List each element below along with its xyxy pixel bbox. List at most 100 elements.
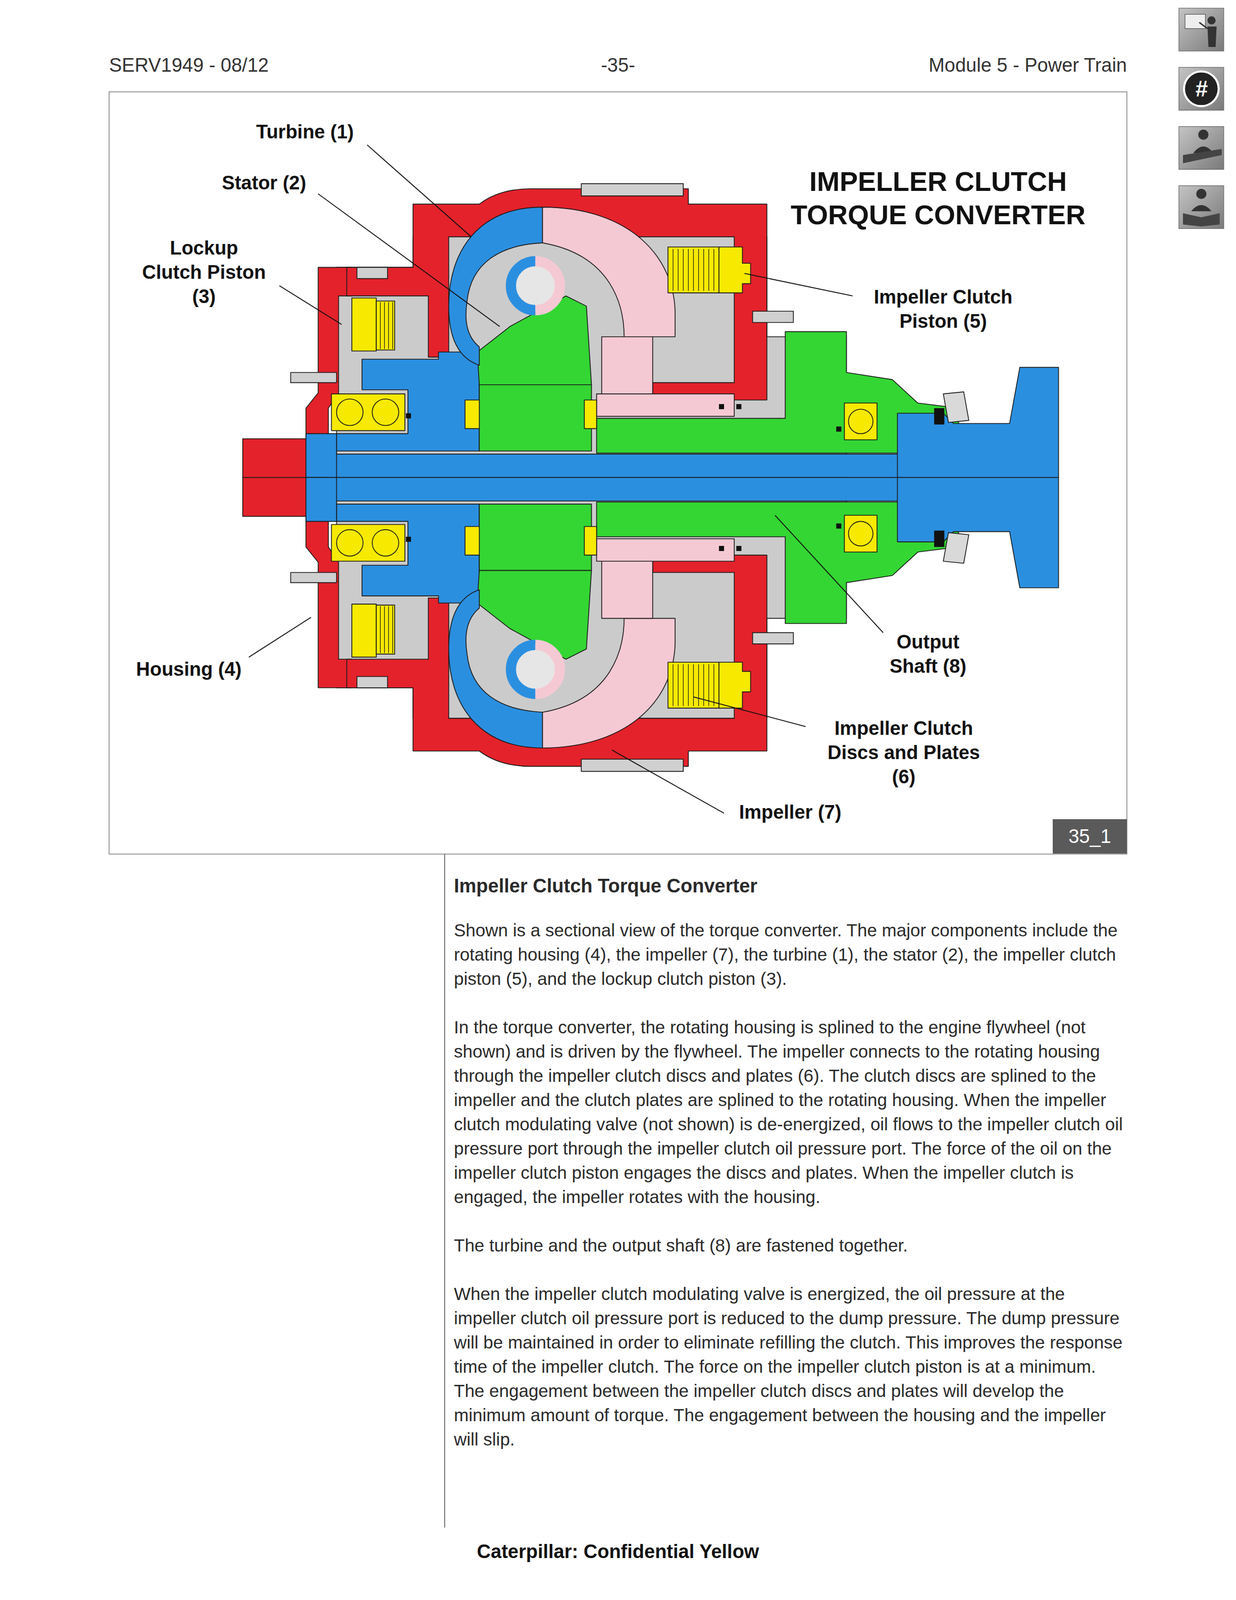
core-ring	[510, 261, 536, 311]
bearing-ball	[336, 398, 364, 426]
document-code: SERV1949 - 08/12	[109, 53, 463, 78]
side-icons	[1191, 204, 1212, 212]
disc-stripes	[672, 248, 674, 291]
side-icons	[1178, 8, 1224, 229]
bearing	[331, 393, 405, 431]
torque-converter-section	[242, 183, 1059, 772]
output-shaft	[305, 433, 337, 478]
part-label: Housing (4)	[113, 656, 265, 682]
bearing-ball	[848, 408, 873, 434]
core-ring	[535, 261, 560, 311]
stator-hub	[479, 384, 592, 451]
disc-stripes	[703, 248, 704, 291]
side-icons	[1198, 129, 1209, 140]
leader-line	[367, 144, 472, 237]
disc-stripes	[708, 248, 709, 291]
body-paragraph: When the impeller clutch modulating valv…	[453, 1281, 1127, 1452]
seal	[736, 403, 742, 409]
part-label: Turbine (1)	[224, 119, 386, 144]
thrust-washer	[584, 399, 597, 429]
bolt	[581, 183, 684, 196]
figure-title: IMPELLER CLUTCH TORQUE CONVERTER	[761, 164, 1115, 232]
seal	[836, 426, 842, 432]
disc-stripes	[392, 301, 393, 349]
part-label: Impeller Clutch Piston (5)	[862, 284, 1024, 334]
bearing-ball	[372, 398, 399, 426]
seal	[718, 403, 725, 409]
section-heading: Impeller Clutch Torque Converter	[453, 873, 1127, 898]
output-shaft	[311, 453, 903, 478]
impeller	[542, 207, 676, 337]
side-icons	[1182, 148, 1222, 164]
side-icons	[1182, 213, 1220, 227]
turbine-hub	[336, 351, 480, 451]
leader-line	[744, 273, 853, 296]
text-column: Impeller Clutch Torque ConverterShown is…	[453, 873, 1127, 1476]
figure-frame	[109, 91, 1127, 854]
disc-stripes	[673, 248, 714, 291]
disc-stripes	[388, 301, 389, 349]
side-icons	[1178, 67, 1224, 111]
body-paragraph: In the torque converter, the rotating ho…	[453, 1014, 1127, 1209]
figure-number-box: 35_1	[1052, 818, 1127, 854]
side-icons	[1178, 185, 1224, 229]
seal	[934, 407, 945, 425]
page-number: -35-	[567, 53, 669, 78]
disc-stripes	[384, 301, 385, 349]
icon-symbol: #	[1186, 75, 1217, 102]
impeller-hub	[601, 336, 653, 396]
leader-line	[279, 285, 342, 325]
figure-number: 35_1	[1068, 825, 1112, 848]
leader-line	[775, 515, 884, 633]
side-icons	[1185, 14, 1206, 29]
disc-stripes	[688, 248, 689, 291]
disc-stripes	[698, 248, 699, 291]
thrust-washer	[465, 399, 480, 429]
side-icons	[1196, 188, 1207, 199]
disc-stripes	[683, 248, 684, 291]
leader-line	[693, 696, 806, 727]
leader-line	[611, 749, 725, 813]
part-label: Impeller (7)	[724, 799, 856, 824]
impeller-clutch-discs	[667, 246, 719, 293]
output-flange	[897, 367, 1059, 478]
disc-stripes	[678, 248, 679, 291]
bolt	[356, 267, 388, 279]
seal-cap	[943, 391, 969, 423]
side-icons	[1199, 22, 1208, 29]
bearing	[844, 402, 878, 440]
part-label: Impeller Clutch Discs and Plates (6)	[817, 715, 990, 789]
leader-line	[318, 193, 500, 327]
side-icons	[1178, 8, 1224, 51]
body-paragraph: Shown is a sectional view of the torque …	[453, 917, 1127, 991]
side-icons	[1207, 26, 1217, 47]
lockup-clutch-piston	[351, 297, 377, 351]
impeller-sleeve	[596, 393, 735, 417]
leader-line	[248, 616, 312, 657]
disc-stripes	[380, 301, 393, 349]
column-rule	[444, 853, 446, 1527]
leader-line	[248, 144, 884, 813]
seal	[405, 413, 411, 419]
seal	[405, 403, 945, 432]
bolt	[752, 311, 794, 323]
part-label: Lockup Clutch Piston (3)	[140, 235, 268, 309]
part-label: Output Shaft (8)	[877, 629, 979, 679]
part-label: Stator (2)	[198, 170, 330, 195]
core-ring	[510, 261, 560, 311]
side-icons	[1207, 16, 1216, 25]
housing-hub	[242, 438, 308, 478]
disc-stripes	[380, 301, 381, 349]
side-icons	[1178, 126, 1224, 170]
lockup-clutch-discs	[376, 300, 395, 350]
body-paragraph: The turbine and the output shaft (8) are…	[453, 1232, 1127, 1258]
disc-stripes	[693, 248, 694, 291]
bolt	[290, 183, 794, 383]
impeller-clutch-piston	[718, 246, 751, 293]
confidentiality-note: Caterpillar: Confidential Yellow	[365, 1538, 871, 1564]
side-icons	[1183, 71, 1219, 107]
module-name: Module 5 - Power Train	[723, 53, 1127, 78]
bolt	[290, 372, 337, 383]
disc-stripes	[713, 248, 714, 291]
